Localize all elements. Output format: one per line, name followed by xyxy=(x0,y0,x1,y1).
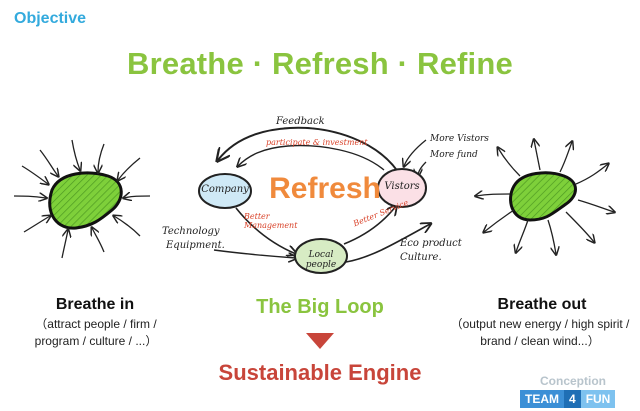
technology-label: Technology xyxy=(162,226,220,237)
breathe-in-desc-2: program / culture / ...） xyxy=(34,334,158,348)
breathe-in-title: Breathe in xyxy=(55,296,135,313)
breathe-in-desc-1: （attract people / firm / xyxy=(35,317,157,331)
company-label: Company xyxy=(201,184,249,195)
breathe-out-graphic xyxy=(476,140,614,254)
more-fund-label: More fund xyxy=(430,150,478,160)
page-title: Breathe · Refresh · Refine xyxy=(127,46,513,81)
center-loop xyxy=(198,126,430,274)
company-node xyxy=(198,173,252,209)
feedback-label: Feedback xyxy=(276,116,325,127)
refresh-title: Refresh xyxy=(269,172,381,205)
objective-label: Objective xyxy=(14,10,87,27)
better-management-label: Better Management xyxy=(244,212,298,230)
breathe-in-graphic xyxy=(13,139,151,259)
team-4-fun-logo: TEAM 4 FUN xyxy=(520,390,616,408)
brand-num: 4 xyxy=(564,390,581,408)
more-visitors-label: More Vistors xyxy=(430,134,489,144)
feedback-arrow xyxy=(218,126,403,179)
visitors-node xyxy=(377,168,427,208)
down-arrow-icon xyxy=(306,333,334,349)
local-people-label: Local people xyxy=(305,250,337,270)
participate-label: participate & investment xyxy=(266,138,368,147)
visitors-label: Vistors xyxy=(384,181,420,192)
culture-label: Culture. xyxy=(400,252,442,263)
sustainable-engine-label: Sustainable Engine xyxy=(218,360,422,385)
left-blob xyxy=(48,171,123,230)
brand-team: TEAM xyxy=(520,390,564,408)
breathe-out-desc-1: （output new energy / high spirit / xyxy=(450,317,630,331)
big-loop-label: The Big Loop xyxy=(256,296,384,318)
local-people-node xyxy=(294,238,348,274)
conception-label: Conception xyxy=(540,374,606,388)
right-blob xyxy=(509,171,577,222)
breathe-out-title: Breathe out xyxy=(497,296,587,313)
equipment-label: Equipment. xyxy=(166,240,225,251)
eco-product-label: Eco product xyxy=(400,238,462,249)
breathe-out-desc-2: brand / clean wind...） xyxy=(480,334,600,348)
brand-fun: FUN xyxy=(580,390,616,408)
